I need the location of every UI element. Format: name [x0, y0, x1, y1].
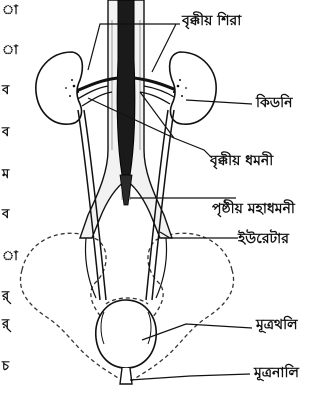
urinary-bladder [96, 300, 156, 384]
label-ureter: ইউরেটার [238, 232, 289, 246]
label-kidney: কিডনি [256, 96, 292, 110]
label-urethra: মূত্রনালি [254, 366, 299, 380]
label-urinary-bladder: মূত্রথলি [256, 318, 298, 332]
label-dorsal-aorta: পৃষ্ঠীয় মহাধমনী [212, 202, 295, 216]
label-renal-vein: বৃক্কীয় শিরা [182, 14, 241, 28]
label-renal-artery: বৃক্কীয় ধমনী [210, 154, 273, 168]
right-kidney [170, 52, 217, 124]
left-kidney [36, 52, 83, 124]
